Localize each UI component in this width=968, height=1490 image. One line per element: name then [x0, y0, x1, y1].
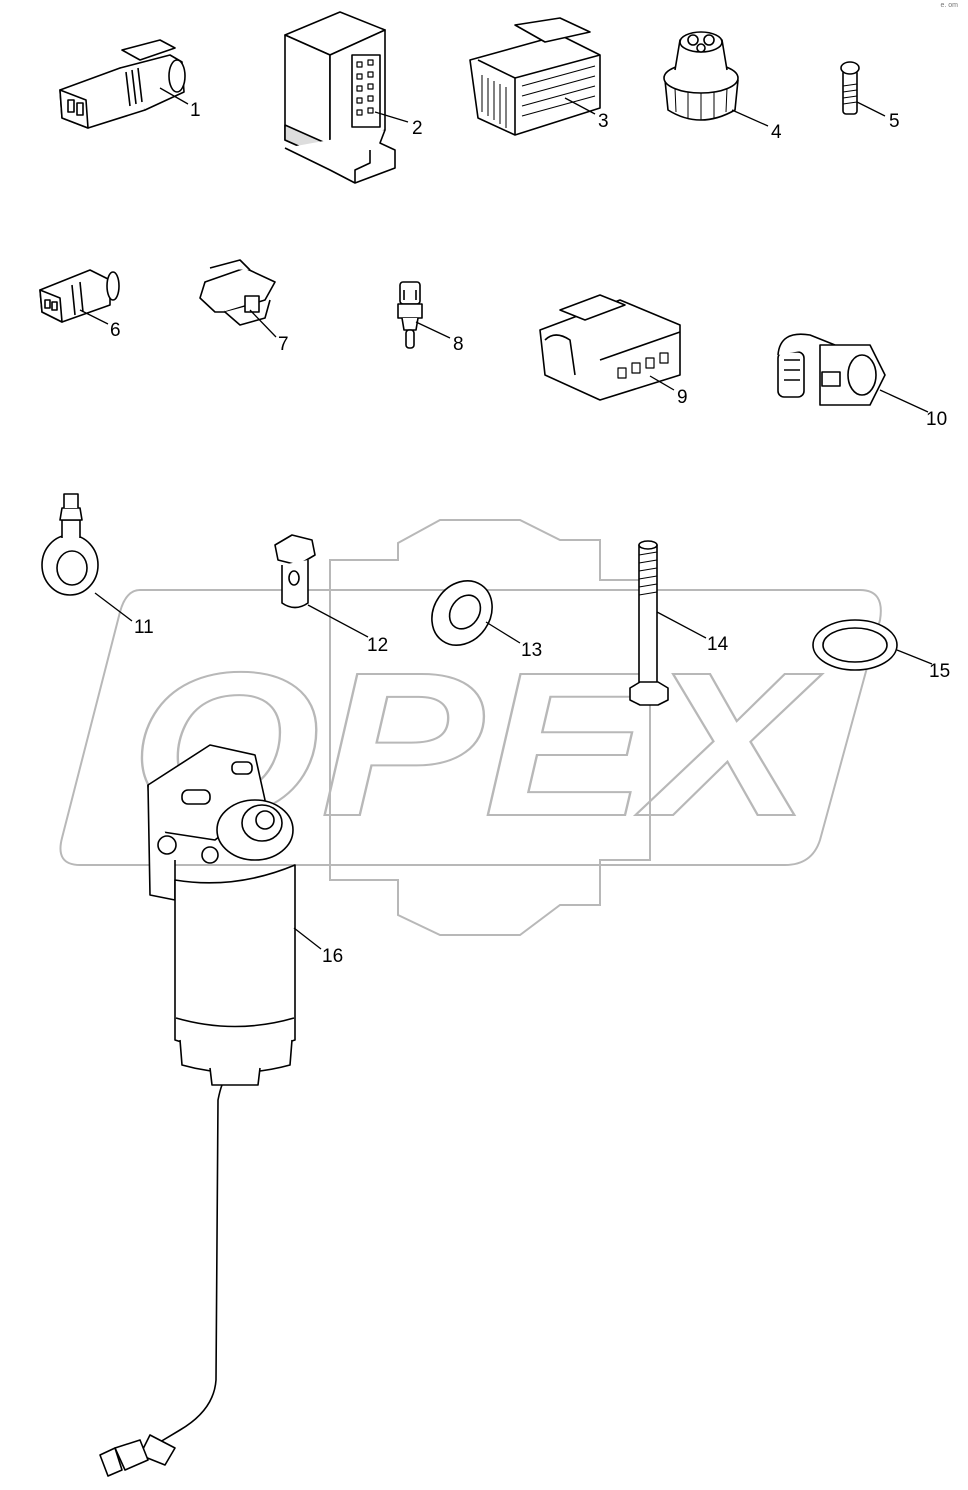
part-3-multipin-connector — [469, 17, 601, 136]
callout-6: 6 — [110, 320, 121, 341]
callout-3: 3 — [598, 111, 609, 132]
callout-10: 10 — [926, 409, 947, 430]
callout-9: 9 — [677, 387, 688, 408]
part-11-banjo-fitting — [41, 493, 99, 596]
part-7-injector-connector — [199, 259, 276, 326]
callout-2: 2 — [412, 118, 423, 139]
callout-12: 12 — [367, 635, 388, 656]
part-15-seal-ring — [812, 619, 898, 671]
leader-lines — [79, 87, 933, 950]
callout-16: 16 — [322, 946, 343, 967]
part-1-connector — [59, 39, 186, 129]
callout-8: 8 — [453, 334, 464, 355]
callout-13: 13 — [521, 640, 542, 661]
callout-5: 5 — [889, 111, 900, 132]
part-16-fuel-filter — [99, 744, 296, 1477]
part-12-banjo-bolt — [274, 534, 316, 609]
callout-15: 15 — [929, 661, 950, 682]
callout-14: 14 — [707, 634, 729, 655]
part-14-hex-bolt — [629, 540, 669, 706]
part-9-four-pin-connector — [539, 294, 681, 401]
part-4-cap-plug — [663, 31, 739, 121]
corner-mark: e. om — [940, 2, 958, 9]
callout-4: 4 — [771, 122, 782, 143]
gear-outline — [329, 519, 651, 936]
part-2-relay — [284, 11, 396, 184]
part-13-sealing-washer — [431, 580, 493, 646]
callout-11: 11 — [134, 617, 154, 638]
part-8-temperature-sensor — [397, 281, 423, 349]
callout-1: 1 — [190, 100, 201, 121]
part-10-elbow-connector — [777, 333, 886, 406]
part-6-small-connector — [39, 269, 120, 323]
callout-7: 7 — [278, 334, 289, 355]
callout-labels: 1 2 3 4 5 6 7 8 9 10 11 12 13 14 15 16 — [110, 100, 950, 967]
logo-band-outline — [59, 589, 882, 866]
part-5-socket-screw — [840, 61, 860, 115]
